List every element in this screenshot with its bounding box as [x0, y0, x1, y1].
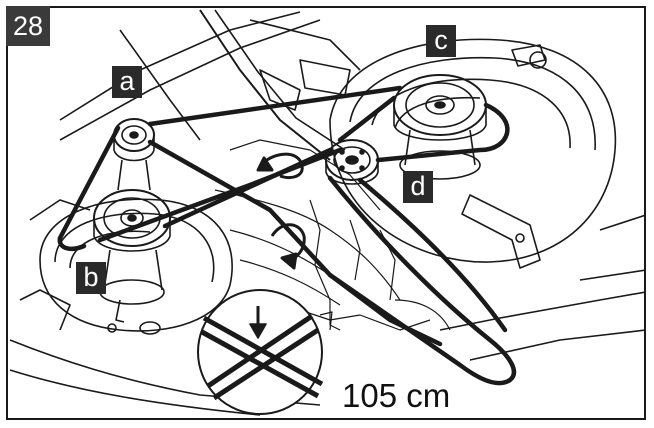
pulley-d [325, 139, 379, 185]
pulley-a [113, 118, 155, 191]
belt-crossing-detail [197, 289, 324, 415]
chassis-structure [9, 9, 644, 416]
pulley-c [393, 74, 487, 180]
label-d: d [403, 171, 433, 203]
label-c: c [426, 25, 456, 57]
figure-number: 28 [6, 6, 50, 46]
label-b: b [76, 262, 106, 294]
pulley-b [93, 189, 171, 335]
label-a: a [112, 66, 142, 98]
belt-guide-bracket [461, 194, 541, 269]
belt-length-label: 105 cm [342, 377, 451, 414]
rotation-arrows [256, 152, 306, 270]
drive-belt [57, 85, 517, 386]
